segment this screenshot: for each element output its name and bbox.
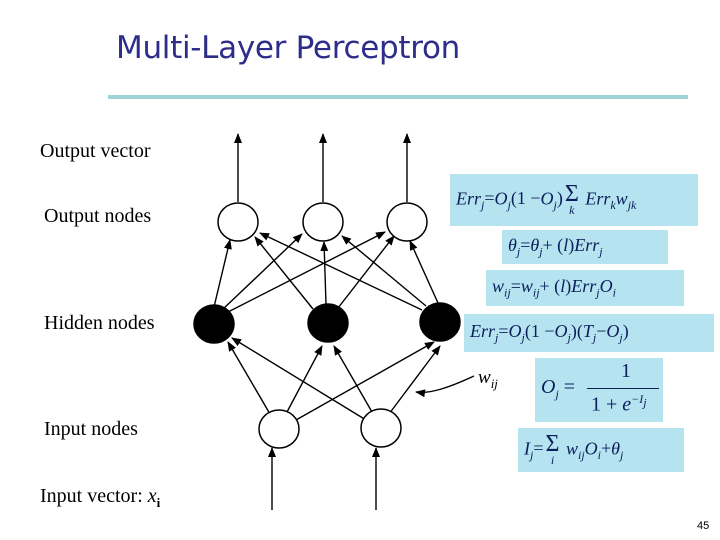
equation-bias-update: θj = θj + (l)Errj xyxy=(502,230,668,264)
eq-text: Errj = Oj(1 − Oj)(Tj − Oj) xyxy=(470,320,629,345)
equation-weight-update: wij = wij + (l)ErrjOi xyxy=(486,270,684,306)
output-node-2 xyxy=(302,202,344,242)
weight-label: wij xyxy=(478,367,498,392)
input-layer xyxy=(258,408,402,449)
weight-pointer-arrow xyxy=(415,375,475,398)
input-nodes-label: Input nodes xyxy=(44,418,138,440)
slide-title: Multi-Layer Perceptron xyxy=(116,30,460,66)
edge-i1-h2 xyxy=(286,345,323,413)
edge-h3-o3 xyxy=(409,240,439,304)
edge-h3-o1 xyxy=(259,232,423,311)
eq-text: wij = wij + (l)ErrjOi xyxy=(492,275,616,300)
output-vector-label: Output vector xyxy=(40,140,151,162)
edge-h1-o1 xyxy=(213,239,232,308)
equation-error-output: Errj = Oj(1 − Oj)(Tj − Oj) xyxy=(464,314,714,352)
input-vector-symbol: x xyxy=(147,485,157,507)
edge-h3-o2 xyxy=(341,235,427,307)
input-node-1 xyxy=(258,409,300,449)
page-number: 45 xyxy=(697,520,710,532)
edge-h1-o3 xyxy=(227,231,386,313)
hidden-nodes-label: Hidden nodes xyxy=(44,312,155,334)
connections xyxy=(213,133,475,510)
output-node-3 xyxy=(386,202,428,242)
input-node-2 xyxy=(360,408,402,448)
hidden-node-3 xyxy=(419,302,461,342)
input-vector-text: Input vector: xyxy=(40,485,148,507)
eq-text: θj = θj + (l)Errj xyxy=(508,234,603,259)
title-underline xyxy=(108,95,688,99)
weight-subscript: ij xyxy=(490,375,498,391)
edge-i2-h3 xyxy=(388,345,441,415)
input-vector-label: Input vector: xi xyxy=(40,485,160,511)
edge-h2-o2 xyxy=(320,241,329,305)
hidden-node-1 xyxy=(193,304,235,344)
output-node-1 xyxy=(217,202,259,242)
edge-h2-o1 xyxy=(254,236,314,310)
weight-symbol: w xyxy=(478,367,491,388)
input-vector-subscript: i xyxy=(156,495,161,510)
hidden-layer xyxy=(193,302,461,344)
edge-i2-h1 xyxy=(231,337,367,421)
edge-i1-h1 xyxy=(227,341,271,415)
output-nodes-label: Output nodes xyxy=(44,205,152,227)
edge-i1-h3 xyxy=(295,341,435,421)
output-layer xyxy=(217,202,428,242)
edge-i2-h2 xyxy=(333,345,373,413)
hidden-node-2 xyxy=(307,303,349,343)
edge-h2-o3 xyxy=(337,235,395,309)
